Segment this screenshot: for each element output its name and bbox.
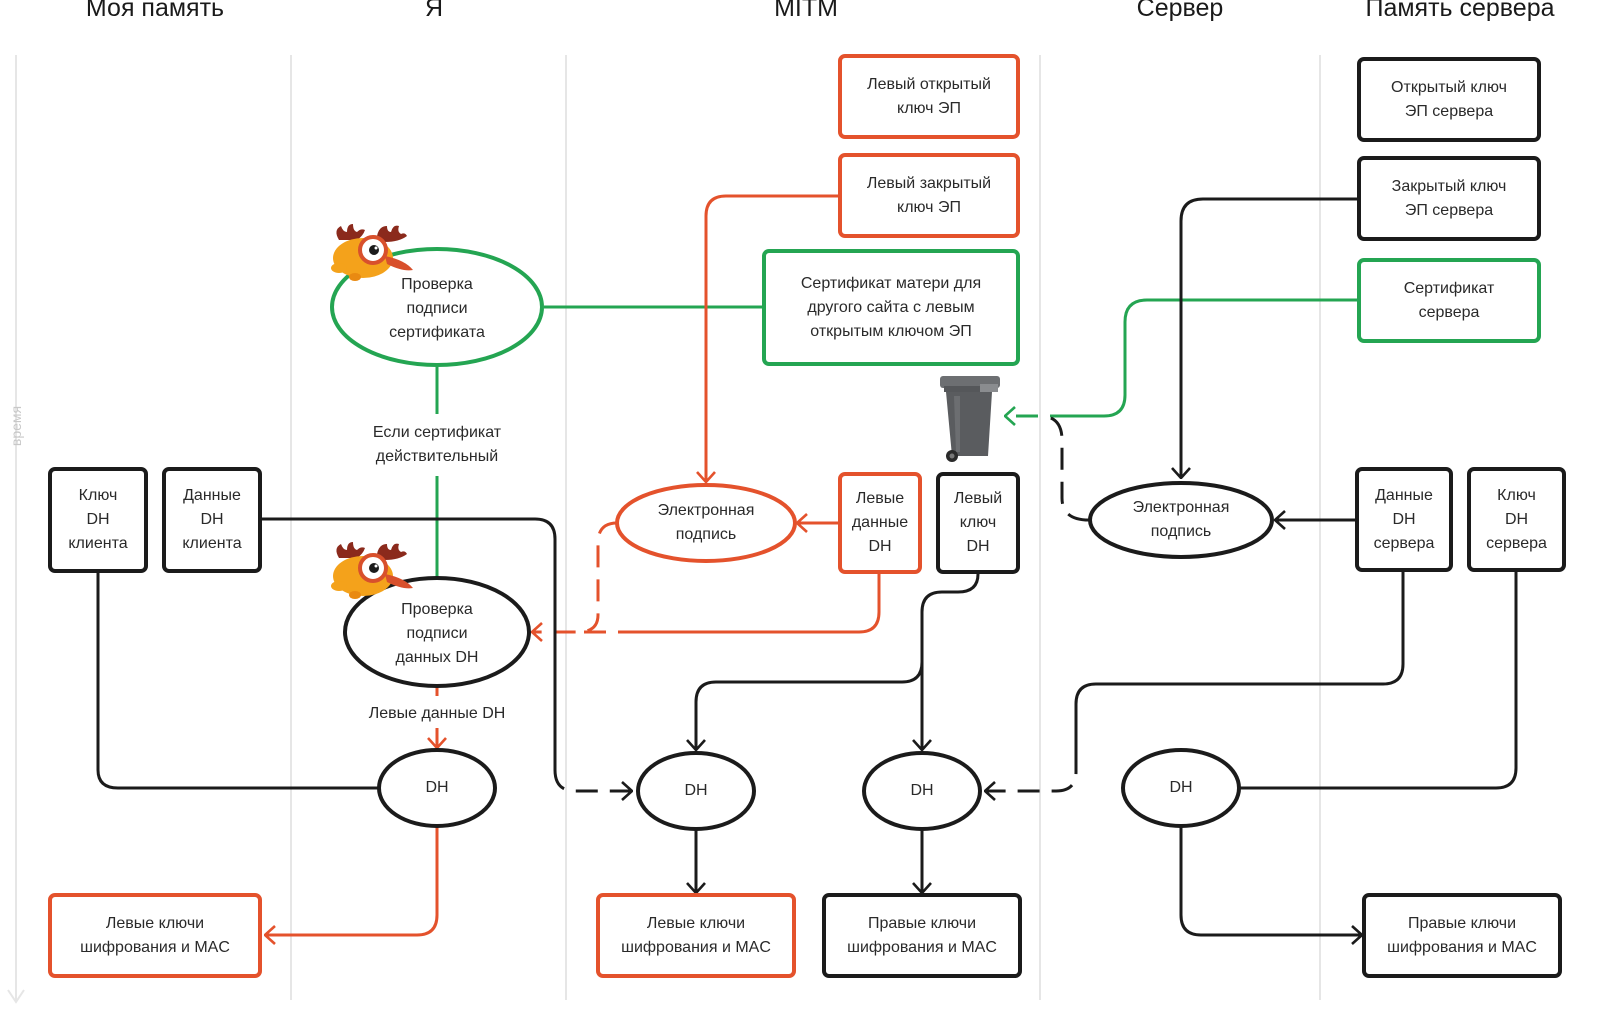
- lane-title-mitm: MITM: [774, 0, 838, 22]
- left-keys-mitm-box[interactable]: Левые ключи шифрования и MAC: [596, 893, 796, 978]
- connector-left-dh-key-to-mitm-left-dh: [696, 661, 924, 750]
- left-private-key-box[interactable]: Левый закрытый ключ ЭП: [838, 153, 1020, 238]
- left-dh-key-box[interactable]: Левый ключ DH: [936, 472, 1020, 574]
- mitm-signature-label: Электронная подпись: [657, 502, 755, 543]
- lane-title-my-memory: Моя память: [85, 0, 225, 22]
- lane-title-server-memory: Память сервера: [1365, 0, 1555, 22]
- server-public-key-box[interactable]: Открытый ключ ЭП сервера: [1357, 57, 1541, 142]
- dh-client-label: DH: [425, 779, 449, 796]
- cert-check-label: Проверка подписи сертификата: [389, 276, 485, 341]
- time-axis-label: время: [8, 405, 25, 447]
- time-axis-arrowhead: [7, 989, 25, 1004]
- if-cert-valid-label: Если сертификат действительный: [370, 421, 504, 469]
- lane-dividers: [7, 55, 1321, 1004]
- connector-client-dh-key-to-client-dh: [96, 573, 379, 790]
- dh-sig-check-ellipse[interactable]: [343, 576, 531, 688]
- right-keys-server-box[interactable]: Правые ключи шифрования и MAC: [1362, 893, 1562, 978]
- server-signature-label: Электронная подпись: [1132, 499, 1230, 540]
- server-signature-ellipse[interactable]: [1088, 481, 1274, 559]
- server-dh-key-box[interactable]: Ключ DH сервера: [1467, 467, 1566, 572]
- connector-server-dh-data-to-mitm-right-dh: [1074, 572, 1405, 752]
- connector-server-private-key-to-signature: [1181, 197, 1357, 478]
- client-dh-data-box[interactable]: Данные DH клиента: [162, 467, 262, 573]
- lane-title-me: Я: [424, 0, 444, 22]
- dh-mitm-left-label: DH: [684, 782, 708, 799]
- left-keys-client-box[interactable]: Левые ключи шифрования и MAC: [48, 893, 262, 978]
- server-private-key-box[interactable]: Закрытый ключ ЭП сервера: [1357, 156, 1541, 241]
- connector-left-dh-key-branch: [922, 573, 980, 750]
- fake-certificate-box[interactable]: Сертификат матери для другого сайта с ле…: [762, 249, 1020, 366]
- connector-client-dh-data-to-mitm-dh-dashed: [553, 769, 632, 791]
- connector-server-dh-data-to-mitm-right-dh-dashed: [985, 752, 1078, 791]
- dh-mitm-left-ellipse[interactable]: [636, 751, 756, 831]
- trash-bin-icon: [940, 376, 1000, 462]
- server-dh-data-box[interactable]: Данные DH сервера: [1355, 467, 1453, 572]
- dh-mitm-right-label: DH: [910, 782, 934, 799]
- mitm-signature-ellipse[interactable]: [615, 483, 797, 563]
- lane-title-server: Сервер: [1136, 0, 1224, 22]
- connector-server-dh-key-to-server-dh: [1240, 572, 1518, 790]
- connector-server-signature-to-trash-dashed: [1039, 414, 1090, 522]
- connector-left-private-key-to-mitm-signature: [706, 194, 838, 482]
- connector-left-dh-data-to-dh-check: [640, 574, 881, 634]
- dh-server-label: DH: [1169, 779, 1193, 796]
- cert-check-ellipse[interactable]: [330, 247, 544, 367]
- server-certificate-box[interactable]: Сертификат сервера: [1357, 258, 1541, 343]
- dh-server-ellipse[interactable]: [1121, 748, 1241, 828]
- client-dh-key-box[interactable]: Ключ DH клиента: [48, 467, 148, 573]
- dh-mitm-right-ellipse[interactable]: [862, 751, 982, 831]
- dh-client-ellipse[interactable]: [377, 748, 497, 828]
- left-public-key-box[interactable]: Левый открытый ключ ЭП: [838, 54, 1020, 139]
- connector-mitm-signature-to-dh-check: [532, 521, 618, 632]
- connector-client-dh-to-left-keys: [265, 826, 439, 935]
- left-dh-data-box[interactable]: Левые данные DH: [838, 472, 922, 574]
- connector-server-dh-to-right-keys: [1179, 826, 1362, 935]
- moose-with-magnifier-icon: [331, 542, 413, 599]
- connector-client-dh-data-to-mitm-dh: [262, 517, 557, 770]
- left-dh-data-flow-label: Левые данные DH: [366, 702, 508, 726]
- dh-sig-check-label: Проверка подписи данных DH: [395, 601, 479, 666]
- right-keys-mitm-box[interactable]: Правые ключи шифрования и MAC: [822, 893, 1022, 978]
- moose-with-magnifier-icon: [331, 224, 413, 281]
- connector-server-cert-to-trash: [1072, 298, 1357, 418]
